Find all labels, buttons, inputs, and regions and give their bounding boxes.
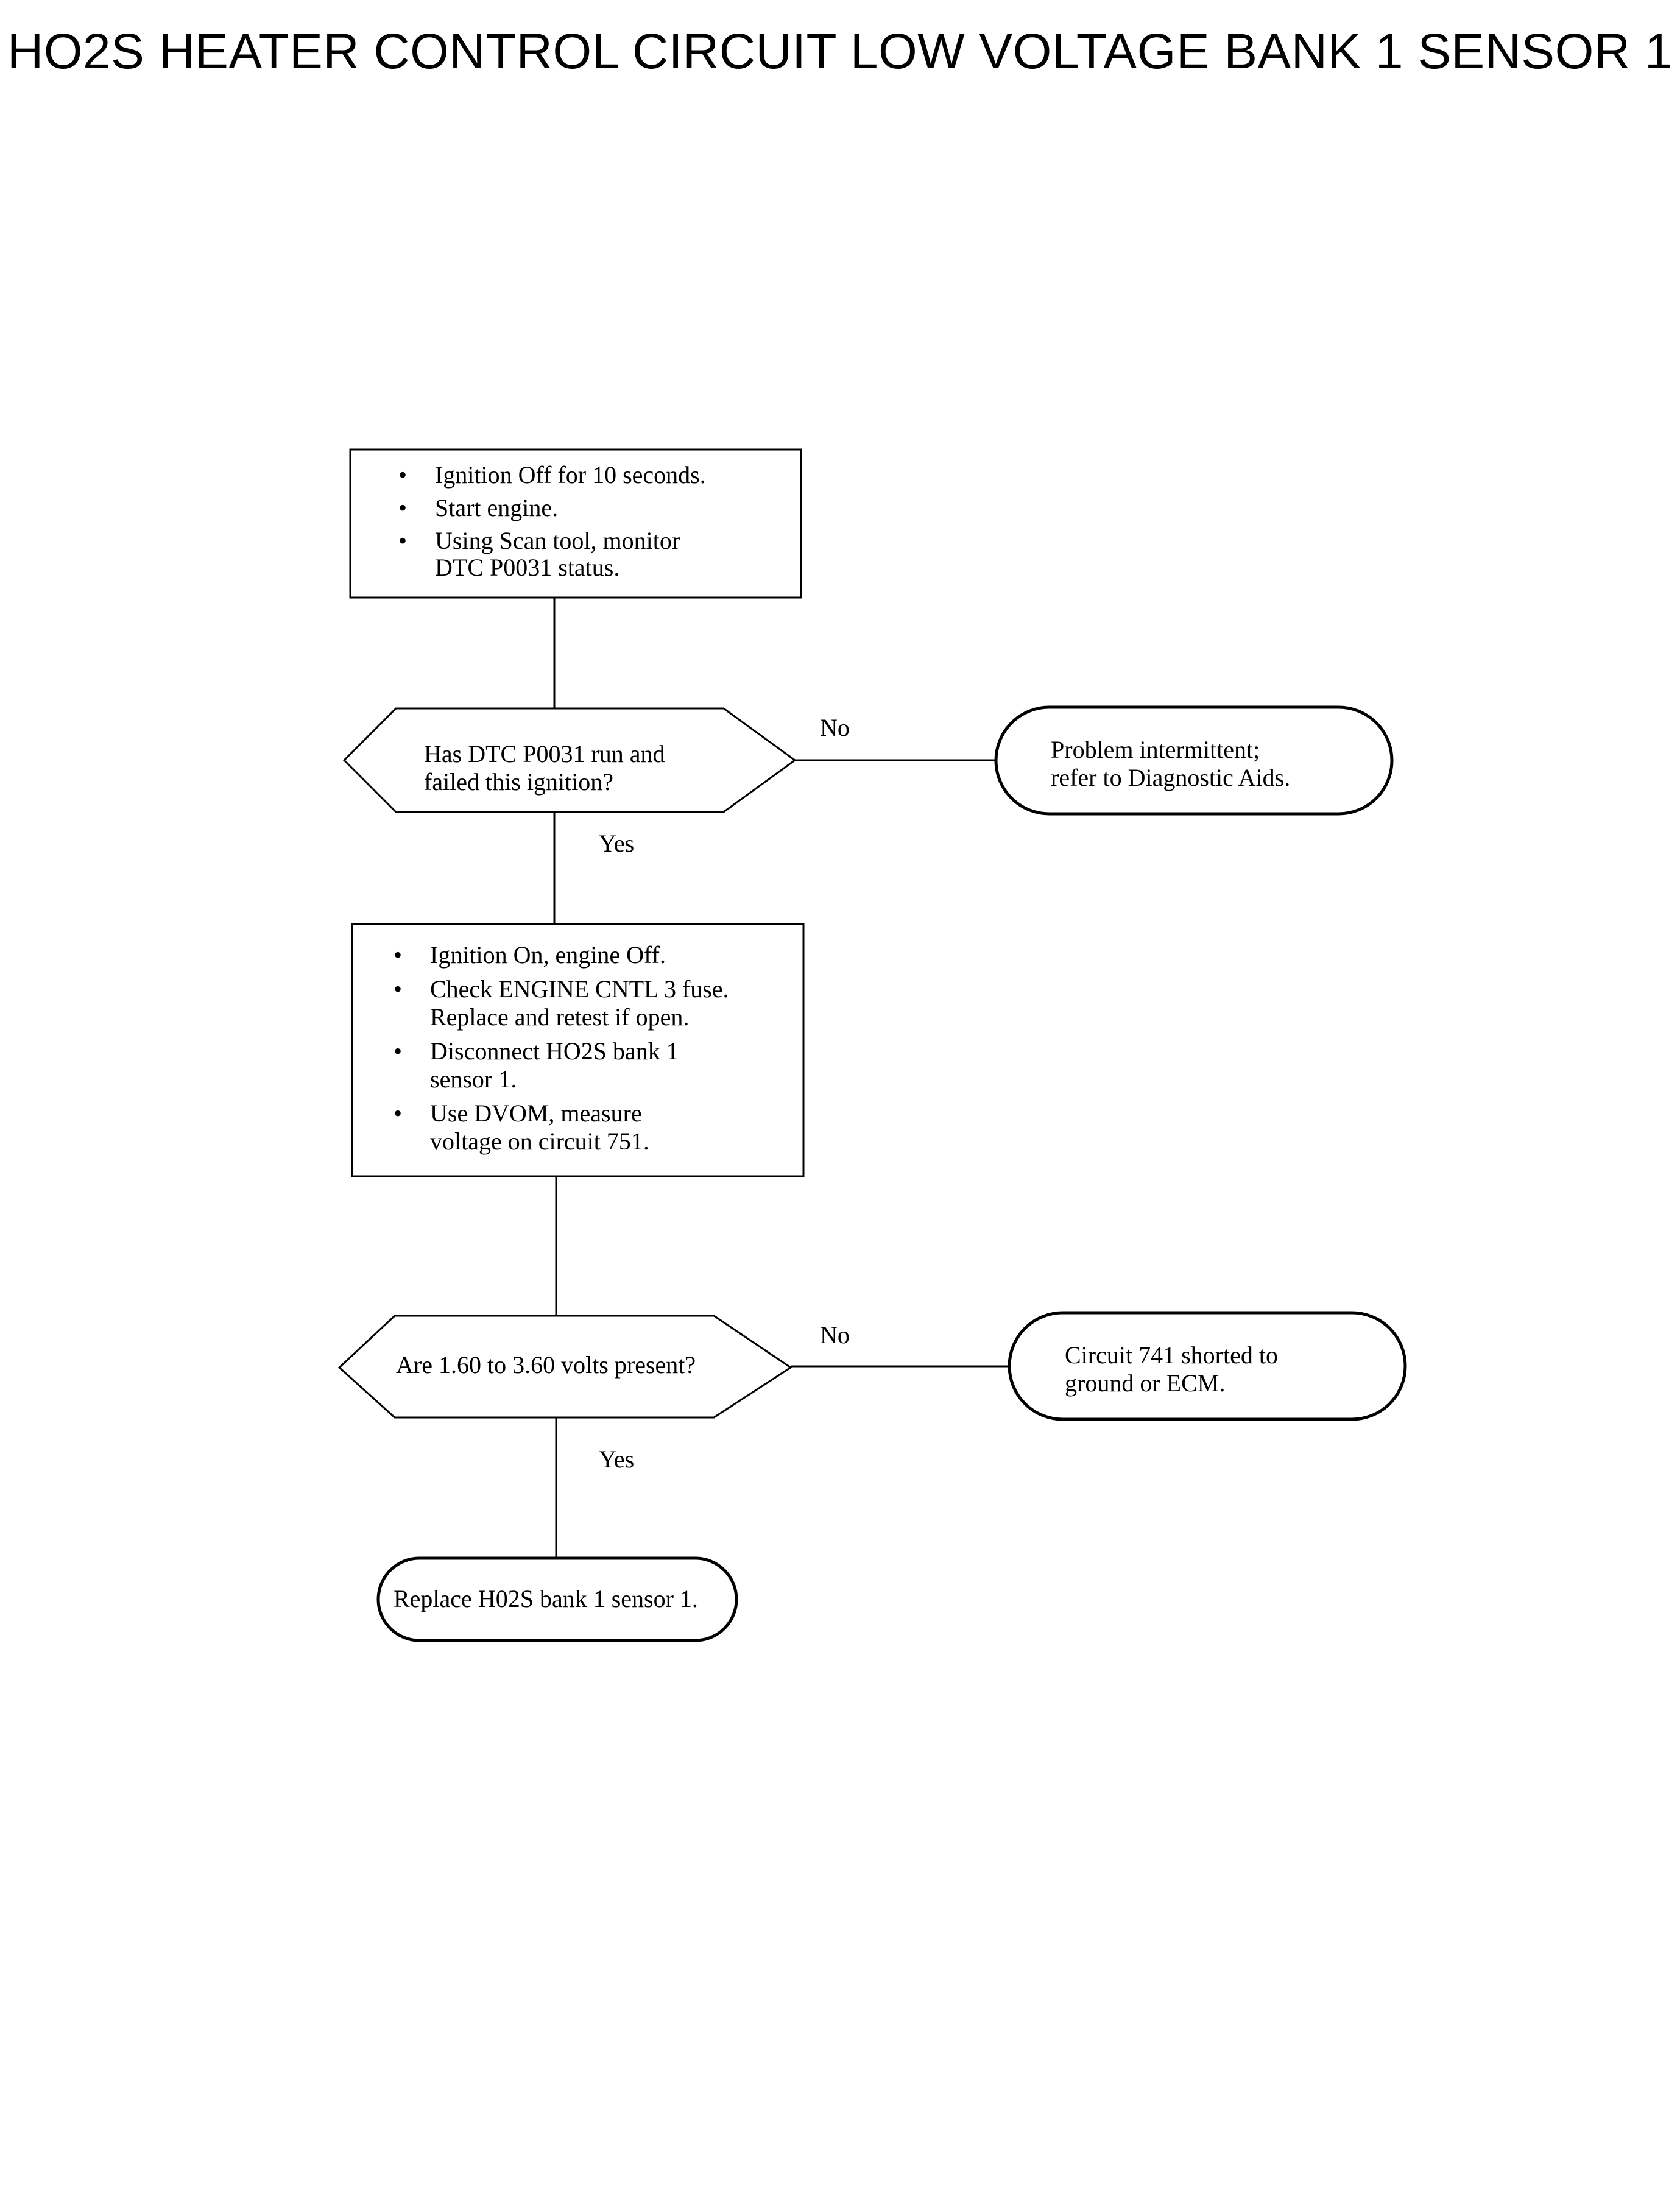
decision1-shape (342, 707, 797, 813)
result2-terminal (1008, 1311, 1407, 1421)
result2-text: Circuit 741 shorted to ground or ECM. (1065, 1341, 1278, 1397)
step1-bullet: Ignition Off for 10 seconds. (395, 462, 706, 489)
step1-text: Ignition Off for 10 seconds. Start engin… (395, 462, 706, 587)
decision2-no-label: No (820, 1321, 850, 1349)
decision1-yes-label: Yes (599, 830, 635, 857)
decision2-shape (337, 1315, 792, 1419)
step1-bullet: Start engine. (395, 495, 706, 522)
decision2-question: Are 1.60 to 3.60 volts present? (396, 1351, 696, 1379)
page-title: HO2S HEATER CONTROL CIRCUIT LOW VOLTAGE … (7, 24, 1673, 79)
decision1-question: Has DTC P0031 run and failed this igniti… (424, 740, 665, 796)
step2-box (351, 923, 805, 1177)
step2-bullet-list: Ignition On, engine Off. Check ENGINE CN… (390, 941, 729, 1156)
result3-terminal (376, 1556, 738, 1642)
result3-text: Replace H02S bank 1 sensor 1. (394, 1585, 698, 1612)
step2-text: Ignition On, engine Off. Check ENGINE CN… (390, 941, 729, 1162)
step2-bullet: Disconnect HO2S bank 1 sensor 1. (390, 1037, 729, 1093)
step1-bullet: Using Scan tool, monitor DTC P0031 statu… (395, 528, 706, 581)
decision1-no-label: No (820, 714, 850, 741)
decision2-yes-label: Yes (599, 1446, 635, 1473)
step2-bullet: Ignition On, engine Off. (390, 941, 729, 969)
step1-box (349, 448, 802, 599)
step2-bullet: Check ENGINE CNTL 3 fuse. Replace and re… (390, 975, 729, 1031)
step1-bullet-list: Ignition Off for 10 seconds. Start engin… (395, 462, 706, 581)
result1-text: Problem intermittent; refer to Diagnosti… (1051, 736, 1291, 791)
step2-bullet: Use DVOM, measure voltage on circuit 751… (390, 1100, 729, 1156)
result1-terminal (994, 705, 1394, 816)
